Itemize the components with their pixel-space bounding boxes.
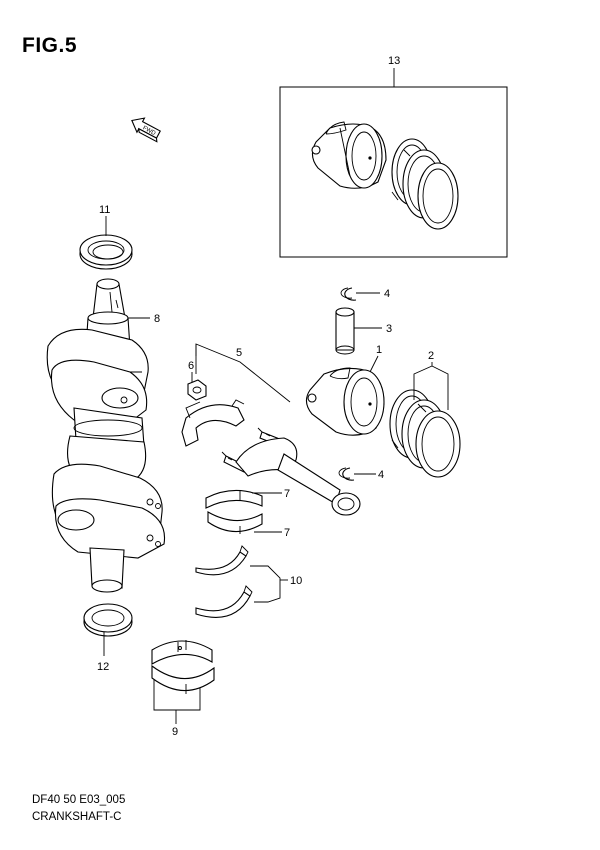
circlip-lower [338, 467, 355, 481]
footer-section-name: CRANKSHAFT-C [32, 811, 122, 823]
callout-7-upper: 7 [284, 488, 290, 500]
oil-seal-lower [83, 603, 133, 637]
piston-set-frame [279, 86, 508, 258]
callout-11: 11 [99, 204, 110, 216]
callout-10: 10 [290, 575, 302, 587]
oil-seal-upper [79, 234, 133, 270]
main-bearing-set [151, 640, 215, 694]
rod-bearing-upper [205, 489, 263, 509]
piston-set-rings [391, 138, 459, 230]
callout-6: 6 [188, 360, 194, 372]
callout-4-lower: 4 [378, 469, 384, 481]
callout-7-lower: 7 [284, 527, 290, 539]
rod-bearing-lower [207, 511, 263, 534]
piston-set-piston [311, 121, 387, 189]
footer-drawing-code: DF40 50 E03_005 [32, 794, 126, 806]
callout-2: 2 [428, 350, 434, 362]
circlip-upper [340, 287, 357, 301]
callout-13: 13 [388, 55, 400, 67]
callout-4-upper: 4 [384, 288, 390, 300]
callout-8: 8 [154, 313, 160, 325]
callout-12: 12 [97, 661, 109, 673]
callout-3: 3 [386, 323, 392, 335]
connecting-rod [181, 399, 361, 516]
piston-rings [389, 389, 461, 478]
piston-pin [335, 307, 355, 355]
figure-title: FIG.5 [22, 34, 78, 57]
crankshaft [46, 278, 166, 593]
piston [305, 367, 385, 436]
callout-1: 1 [376, 344, 382, 356]
callout-5: 5 [236, 347, 242, 359]
thrust-washer-upper [195, 545, 249, 576]
callout-9: 9 [172, 726, 178, 738]
rod-nut [187, 379, 207, 401]
fwd-arrow-icon: FWD [131, 117, 161, 143]
thrust-washer-lower [195, 585, 253, 618]
